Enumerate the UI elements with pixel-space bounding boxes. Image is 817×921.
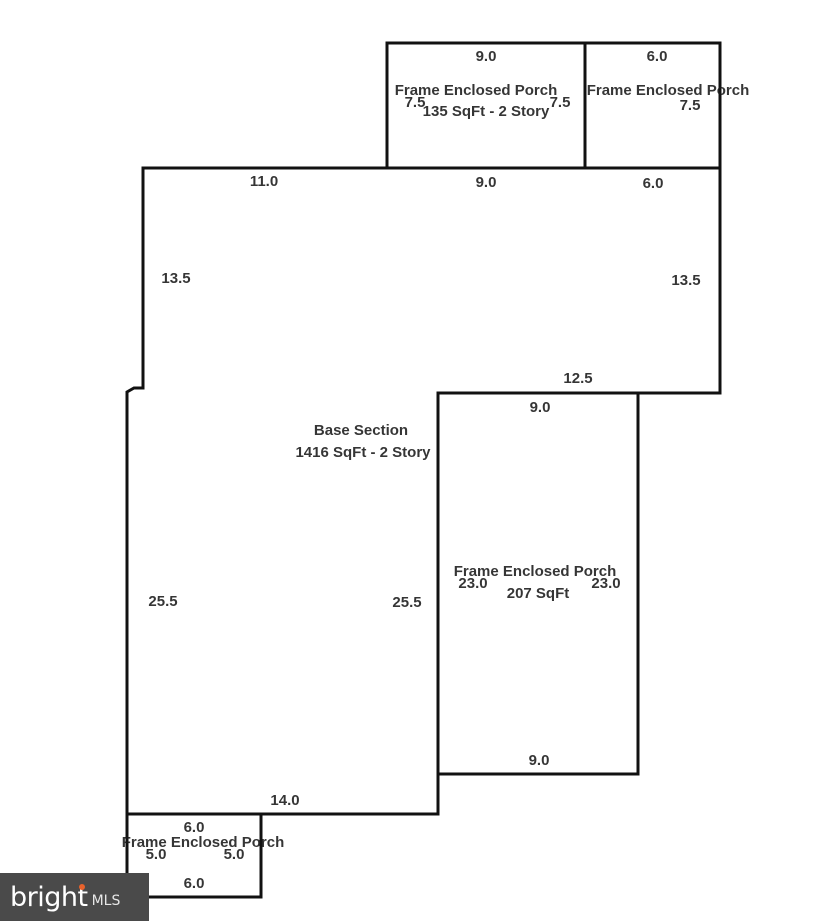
bottom-porch-name: Frame Enclosed Porch xyxy=(122,834,285,851)
base-section-name: Base Section xyxy=(314,422,408,439)
top-porch-left-dim-right: 7.5 xyxy=(550,94,571,111)
side-porch-labels: 9.0 Frame Enclosed Porch 23.0 23.0 207 S… xyxy=(454,399,621,769)
base-dim-upper-right: 13.5 xyxy=(671,272,700,289)
bottom-porch-outline xyxy=(125,814,263,899)
top-porch-left-outline xyxy=(385,41,587,168)
base-section-area: 1416 SqFt - 2 Story xyxy=(295,444,431,461)
top-porch-left-dim-left: 7.5 xyxy=(405,94,426,111)
side-porch-name: Frame Enclosed Porch xyxy=(454,563,617,580)
watermark-brand: bright xyxy=(10,881,88,913)
top-porch-left-name: Frame Enclosed Porch xyxy=(395,82,558,99)
top-porch-right-dim-right: 7.5 xyxy=(680,97,701,114)
side-porch-dim-right: 23.0 xyxy=(591,575,620,592)
base-section-labels: 11.0 13.5 13.5 12.5 Base Section 1416 Sq… xyxy=(148,173,700,809)
top-porch-right-name: Frame Enclosed Porch xyxy=(587,82,750,99)
top-porch-right-dim-top: 6.0 xyxy=(647,48,668,65)
side-porch-outline xyxy=(438,391,640,776)
base-dim-lower-left: 25.5 xyxy=(148,593,177,610)
side-porch-dim-top: 9.0 xyxy=(530,399,551,416)
bottom-porch-dim-bottom: 6.0 xyxy=(184,875,205,892)
top-porch-left-area: 135 SqFt - 2 Story xyxy=(423,103,550,120)
bottom-porch-dim-right: 5.0 xyxy=(224,846,245,863)
base-dim-lower-right: 25.5 xyxy=(392,594,421,611)
base-dim-step: 12.5 xyxy=(563,370,592,387)
base-section-outline xyxy=(125,166,722,816)
top-porch-left-dim-top: 9.0 xyxy=(476,48,497,65)
watermark-dot-icon xyxy=(79,884,85,890)
bottom-porch-dim-top: 6.0 xyxy=(184,819,205,836)
base-dim-upper-left: 13.5 xyxy=(161,270,190,287)
side-porch-area: 207 SqFt xyxy=(507,585,570,602)
base-dim-bottom: 14.0 xyxy=(270,792,299,809)
base-dim-top: 11.0 xyxy=(250,173,278,190)
watermark-suffix: MLS xyxy=(91,893,121,909)
side-porch-dim-bottom: 9.0 xyxy=(529,752,550,769)
bottom-porch-dim-left: 5.0 xyxy=(146,846,167,863)
top-porch-right-dim-bottom: 6.0 xyxy=(643,175,664,192)
bottom-porch-labels: 6.0 Frame Enclosed Porch 5.0 5.0 6.0 xyxy=(122,819,285,892)
top-porch-left-dim-bottom: 9.0 xyxy=(476,174,497,191)
top-porch-right-labels: 6.0 Frame Enclosed Porch 7.5 6.0 xyxy=(587,48,750,192)
bright-mls-watermark: bright MLS xyxy=(0,873,149,921)
top-porch-right-outline xyxy=(585,41,722,168)
top-porch-left-labels: 9.0 Frame Enclosed Porch 7.5 7.5 135 SqF… xyxy=(395,48,571,191)
side-porch-dim-left: 23.0 xyxy=(458,575,487,592)
